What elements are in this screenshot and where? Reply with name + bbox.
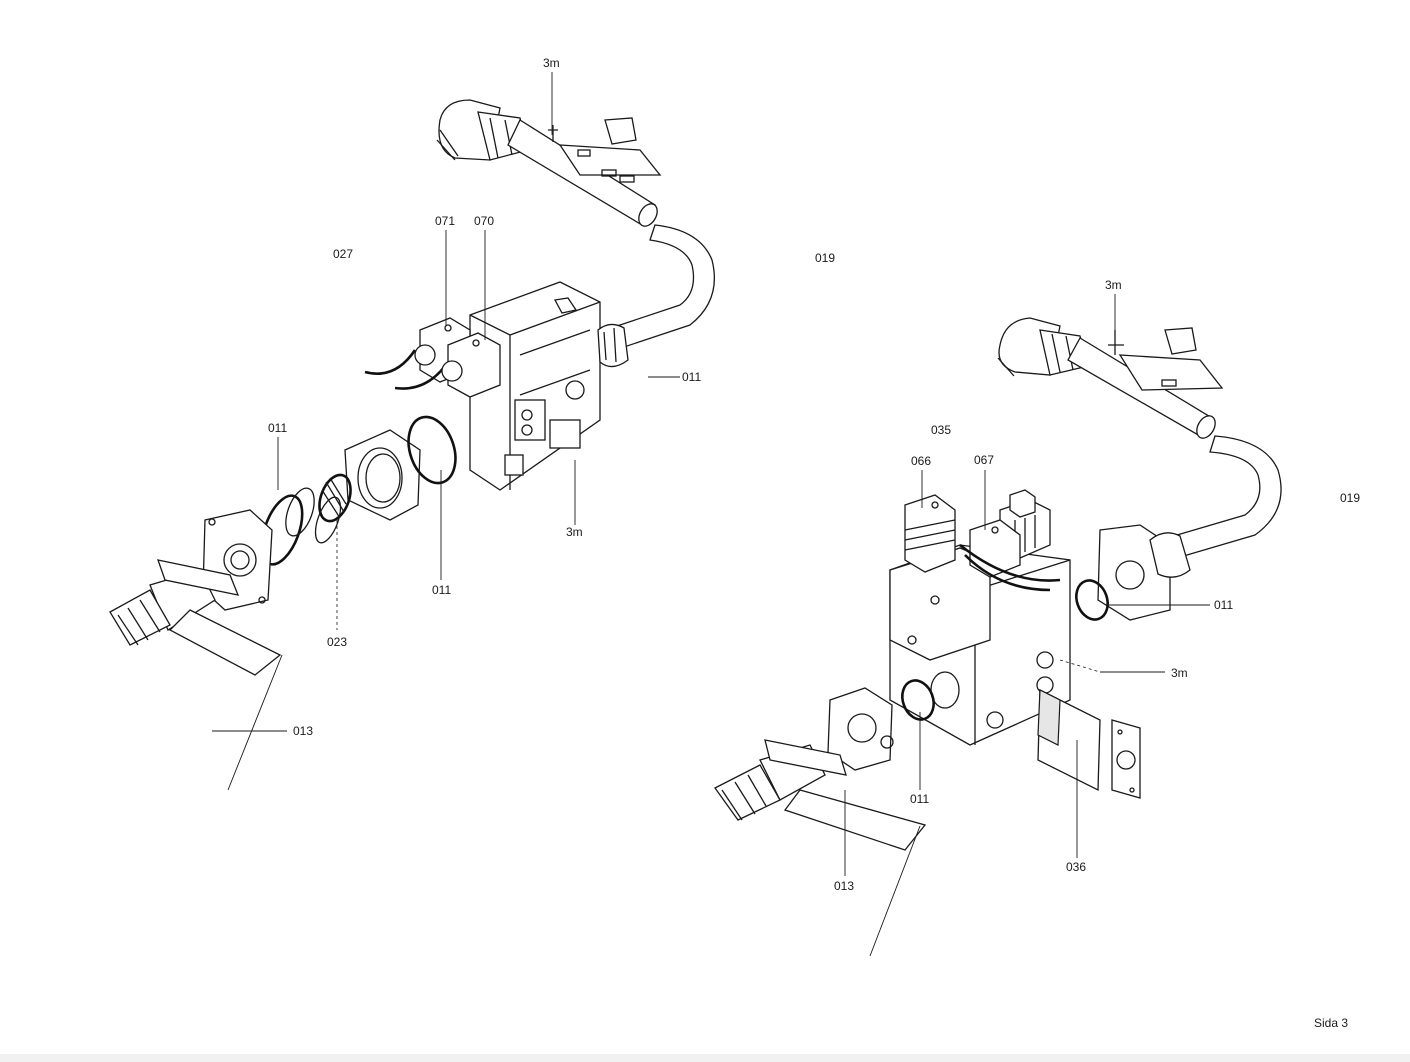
right-ball-valve [714,739,927,851]
left-filter-screen [314,473,352,544]
label-right-3m-right: 3m [1171,666,1188,680]
left-mounting-bracket [548,117,662,183]
left-ball-valve [109,559,282,676]
label-right-013: 013 [834,879,854,893]
left-assembly [109,72,716,791]
label-right-066: 066 [911,454,931,468]
label-left-011-left: 011 [268,421,287,435]
right-assembly [714,294,1282,957]
left-leader-lines [212,72,680,791]
label-left-019: 019 [815,251,835,265]
left-labels: 3m 071 070 027 019 011 011 3m 011 023 01… [268,56,835,738]
left-elbow-fitting [436,99,529,161]
left-solenoid-coils [364,317,501,398]
right-solenoid-coils [904,494,1061,592]
right-valve-body [889,544,1071,746]
right-inlet-flange [827,687,894,771]
left-outlet-nut [597,323,629,368]
right-o-ring-inlet [901,679,935,721]
label-left-011-right: 011 [682,370,701,384]
label-left-013: 013 [293,724,313,738]
right-labels: 3m 035 066 067 019 011 3m 011 036 013 [834,278,1360,893]
right-leader-lines [844,294,1210,957]
right-outlet-flange [1097,524,1191,621]
label-right-035: 035 [931,423,951,437]
page-number: Sida 3 [1314,1016,1348,1030]
label-right-067: 067 [974,453,994,467]
right-o-ring-outlet [1075,579,1109,621]
label-left-023: 023 [327,635,347,649]
label-right-019: 019 [1340,491,1360,505]
label-left-3m-bottom: 3m [566,525,583,539]
left-valve-block [469,281,601,491]
label-left-011-bottom: 011 [432,583,451,597]
label-right-3m-top: 3m [1105,278,1122,292]
left-o-ring-large [407,415,457,485]
label-left-3m-top: 3m [543,56,560,70]
label-right-036: 036 [1066,860,1086,874]
label-left-071: 071 [435,214,455,228]
right-cover-plate [1037,688,1141,799]
label-left-070: 070 [474,214,494,228]
right-mounting-bracket [1108,327,1224,391]
label-right-011-bottom: 011 [910,792,929,806]
viewer-bottom-edge [0,1054,1410,1062]
label-right-011-right: 011 [1214,598,1233,612]
label-left-027: 027 [333,247,353,261]
